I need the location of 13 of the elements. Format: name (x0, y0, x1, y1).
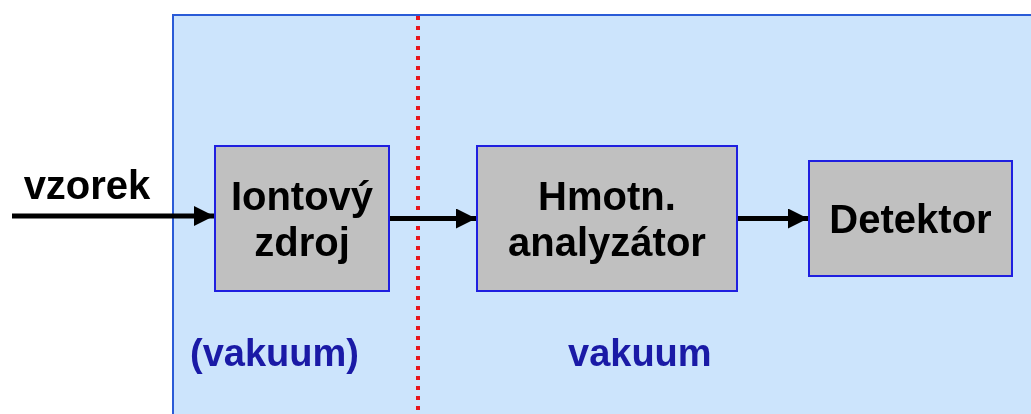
region-label: vakuum (568, 332, 712, 375)
box-label: Iontový zdroj (229, 172, 375, 265)
process-box (476, 145, 738, 292)
process-box (214, 145, 390, 292)
arrow (12, 206, 214, 226)
vacuum-chamber-panel (172, 14, 1031, 414)
process-box (808, 160, 1013, 277)
box-label: Hmotn. analyzátor (507, 172, 707, 265)
region-label: (vakuum) (190, 332, 359, 375)
arrow (738, 208, 808, 229)
box-label: Detektor (828, 195, 993, 242)
input-label: vzorek (23, 162, 151, 208)
arrow (390, 208, 476, 229)
